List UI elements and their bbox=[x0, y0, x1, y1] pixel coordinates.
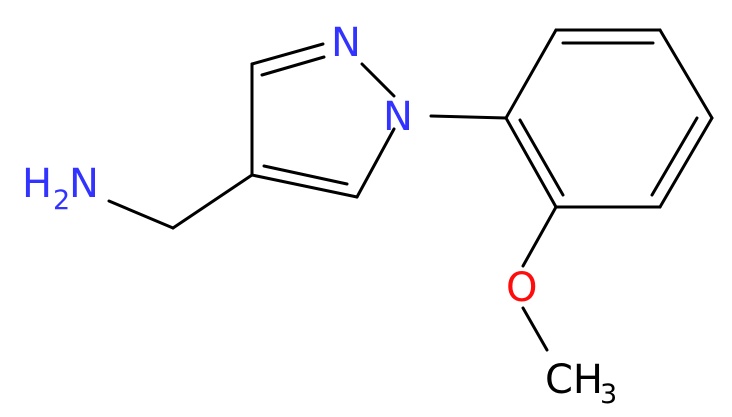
bond-o-ch3 bbox=[521, 306, 549, 352]
bond-ch2-c4 bbox=[171, 173, 254, 230]
bond-c3-n2-b bbox=[260, 55, 326, 77]
atom-nh2: H 2 N bbox=[22, 161, 99, 216]
bond-ph-o bbox=[521, 205, 558, 268]
bond-c3-n2-a bbox=[250, 42, 325, 66]
bond-ph-4b bbox=[650, 116, 699, 197]
atom-ch3: CH 3 bbox=[545, 357, 617, 410]
atom-n1: N bbox=[383, 94, 413, 140]
bond-n2-n1 bbox=[360, 62, 396, 98]
bonds bbox=[107, 28, 714, 352]
atom-nh2-h: H bbox=[22, 161, 52, 207]
atom-ch3-sub: 3 bbox=[600, 379, 617, 410]
atom-o: O bbox=[506, 265, 537, 311]
atom-nh2-sub: 2 bbox=[53, 185, 70, 216]
atom-ch3-main: CH bbox=[545, 357, 603, 403]
bond-ph-4 bbox=[658, 116, 714, 209]
bond-ph-1 bbox=[504, 28, 558, 120]
bond-ph-3 bbox=[658, 28, 714, 120]
bond-c5-c4-b bbox=[262, 164, 349, 186]
atom-nh2-n: N bbox=[69, 161, 99, 207]
bond-c5-c4-a bbox=[250, 173, 359, 199]
svg-text:H: H bbox=[22, 161, 52, 207]
bond-ph-6b bbox=[518, 118, 565, 197]
bond-n1-ph bbox=[429, 114, 508, 120]
bond-ph-6 bbox=[504, 116, 558, 209]
atom-n2: N bbox=[331, 20, 361, 66]
atom-labels: N N H 2 N O CH 3 bbox=[22, 20, 617, 410]
bond-n1-c5 bbox=[355, 127, 396, 199]
bond-ch2-nh2 bbox=[107, 199, 175, 230]
